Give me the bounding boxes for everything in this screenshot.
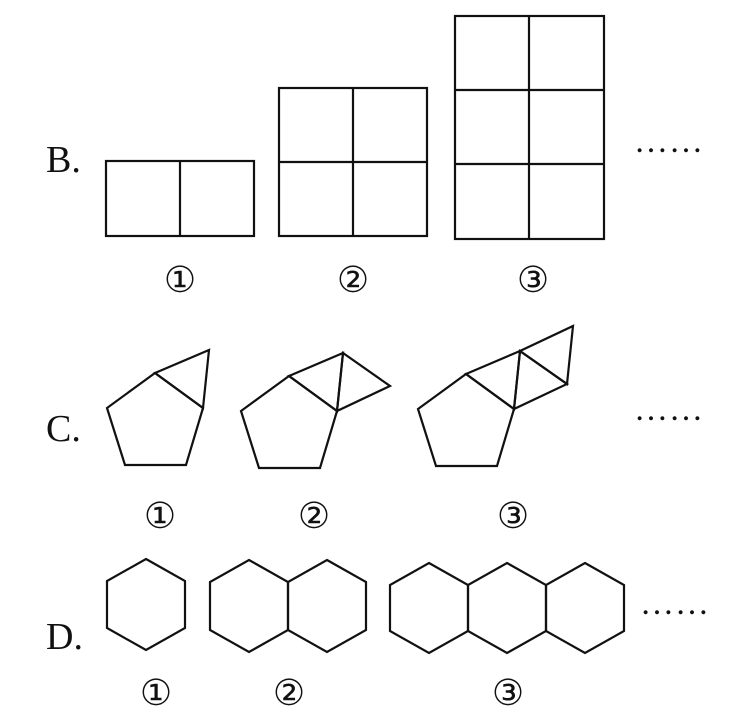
row-c-figure-2-number: ② — [298, 496, 330, 537]
row-b-figure-2 — [277, 86, 429, 238]
c3-triangle-1 — [463, 349, 522, 412]
row-b: B. …… ① ② ③ — [46, 14, 704, 301]
row-c-figure-2 — [239, 351, 393, 470]
row-b-figure-2-number: ② — [337, 260, 369, 301]
row-d-figure-2 — [208, 558, 368, 654]
row-b-continuation: …… — [634, 123, 704, 160]
row-d-figure-2-number: ② — [273, 673, 305, 714]
c2-triangle-1 — [286, 351, 345, 414]
d3-hexagon-2 — [466, 561, 548, 655]
row-c-label: C. — [46, 408, 81, 450]
row-d-label: D. — [46, 616, 83, 658]
c1-triangle-1 — [152, 348, 211, 411]
c3-triangle-2 — [512, 349, 570, 411]
row-d-figure-1-number: ① — [140, 673, 172, 714]
c1-pentagon — [105, 371, 205, 467]
d1-hexagon-1 — [105, 557, 187, 652]
row-b-label: B. — [46, 139, 81, 181]
row-b-figure-3 — [453, 14, 606, 241]
row-c-figure-3-number: ③ — [497, 496, 529, 537]
row-b-figure-3-number: ③ — [517, 260, 549, 301]
row-b-figure-1-number: ① — [164, 260, 196, 301]
c2-triangle-2 — [335, 351, 393, 413]
row-d-figure-1 — [105, 557, 187, 652]
row-c-figure-1 — [105, 348, 211, 467]
row-c: C. …… ① ② ③ — [46, 324, 704, 537]
c3-triangle-3 — [517, 324, 575, 386]
d3-hexagon-1 — [388, 561, 470, 655]
d3-hexagon-3 — [544, 561, 626, 655]
row-c-continuation: …… — [634, 391, 704, 428]
c3-pentagon — [416, 372, 516, 468]
row-c-figure-1-number: ① — [144, 496, 176, 537]
row-d: D. …… ① ② ③ — [46, 557, 710, 714]
row-d-figure-3 — [388, 561, 626, 655]
row-d-continuation: …… — [640, 585, 710, 622]
row-d-figure-3-number: ③ — [492, 673, 524, 714]
c2-pentagon — [239, 374, 339, 470]
d2-hexagon-2 — [286, 558, 368, 654]
d2-hexagon-1 — [208, 558, 290, 654]
row-b-figure-1 — [104, 159, 256, 238]
row-c-figure-3 — [416, 324, 575, 468]
